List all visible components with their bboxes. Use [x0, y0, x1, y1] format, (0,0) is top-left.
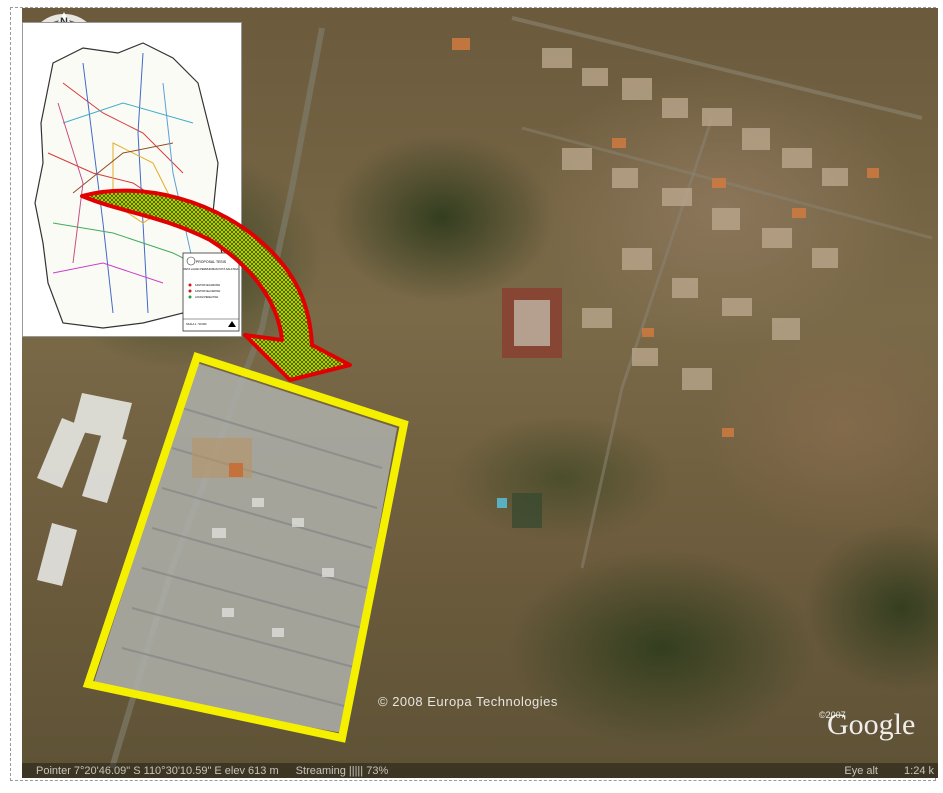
inset-scale-label: SKALA 1 : 50.000	[186, 322, 207, 326]
eye-altitude: Eye alt	[844, 765, 878, 777]
legend-title: PROPOSAL TESIS	[196, 260, 227, 264]
copyright-label: © 2008 Europa Technologies	[378, 694, 558, 709]
logo-year: ©2007	[819, 710, 846, 720]
legend-subtitle: PETA LAHAN PERMUKIMAN KOTA SALATIGA	[184, 267, 239, 271]
logo-text: Google	[827, 708, 916, 741]
pointer-coordinates: Pointer 7°20'46.09" S 110°30'10.59" E el…	[36, 765, 279, 777]
streaming-status: Streaming ||||| 73%	[295, 765, 389, 777]
city-district-map: PROPOSAL TESIS PETA LAHAN PERMUKIMAN KOT…	[34, 42, 240, 332]
scale-ratio: 1:24 k	[904, 765, 934, 777]
inset-location-map[interactable]: PROPOSAL TESIS PETA LAHAN PERMUKIMAN KOT…	[22, 22, 242, 337]
google-logo: ©2007 Google	[819, 708, 916, 742]
status-bar: Pointer 7°20'46.09" S 110°30'10.59" E el…	[22, 763, 938, 778]
legend-item-kelurahan: KANTOR KELURAHAN	[195, 290, 220, 293]
legend-item-kecamatan: KANTOR KECAMATAN	[195, 284, 220, 287]
legend-item-lokasi: LOKASI PENELITIAN	[195, 296, 219, 299]
